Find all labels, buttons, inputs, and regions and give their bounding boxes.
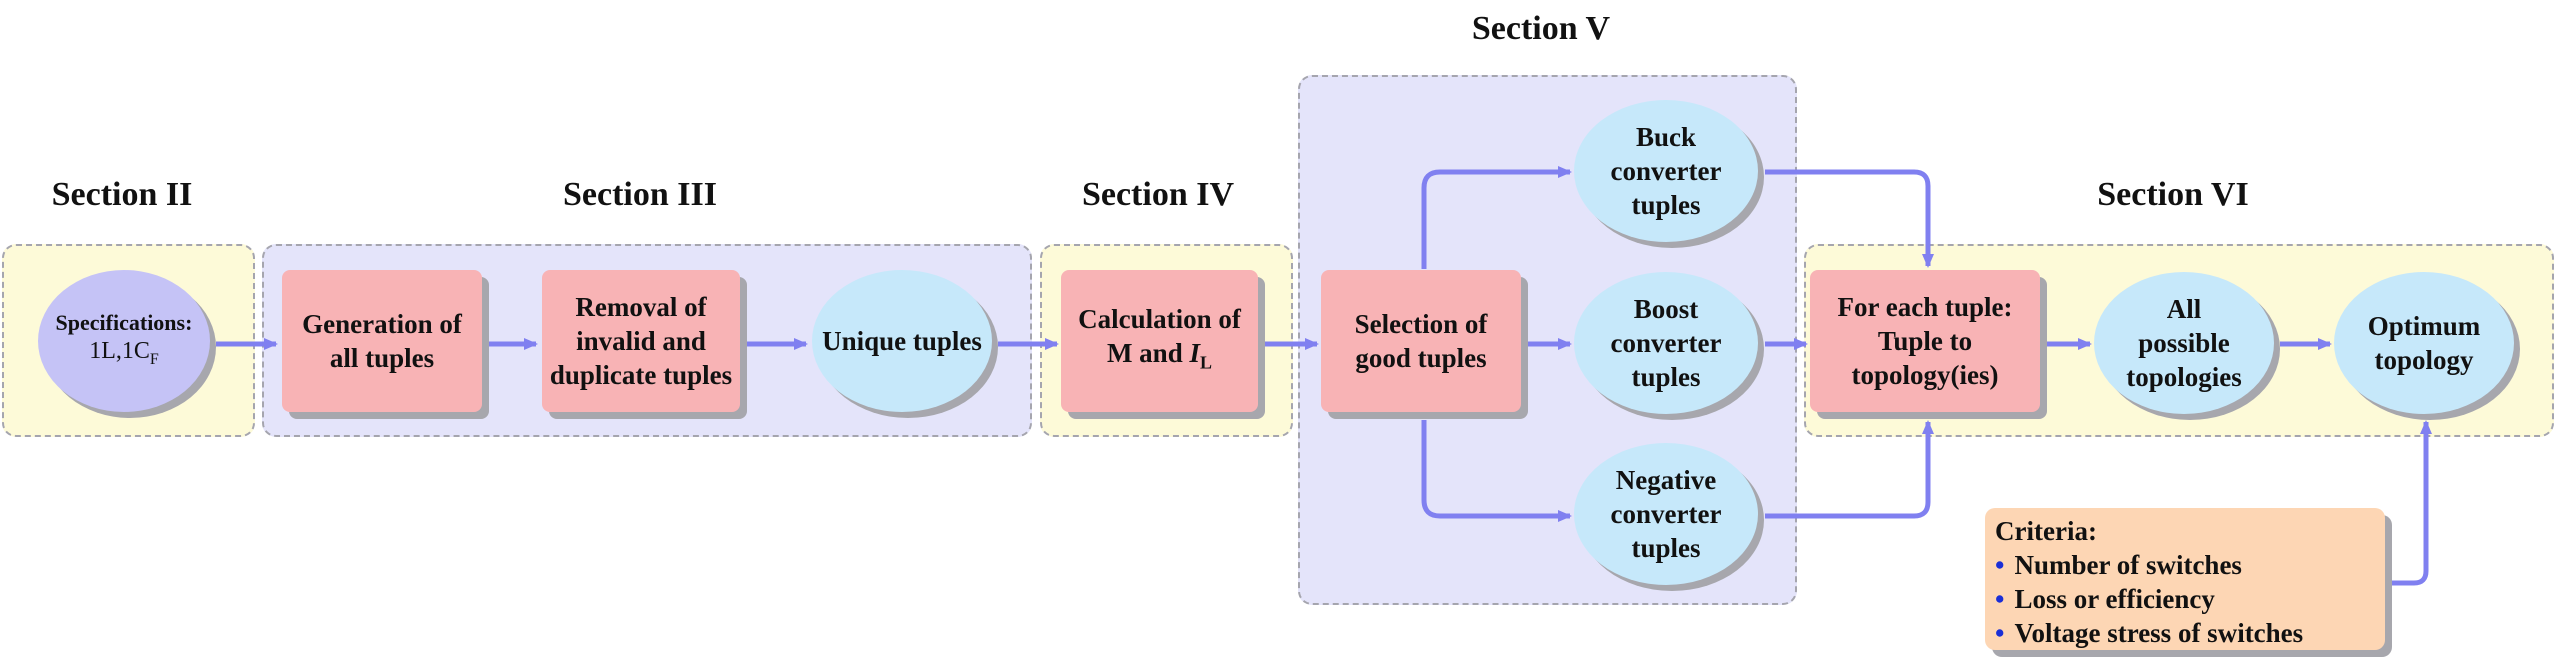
unique-tuples-node: Unique tuples <box>812 270 992 412</box>
criteria-item: •Loss or efficiency <box>1995 584 2215 614</box>
section-iv-title: Section IV <box>1081 176 1235 213</box>
specifications-formula: 1L,1CF <box>89 337 159 368</box>
arrow-criteria-to-optimum <box>2392 420 2432 586</box>
boost-tuples-node: Boost converter tuples <box>1574 272 1758 414</box>
section-vi-title: Section VI <box>2097 176 2249 213</box>
specifications-node: Specifications: 1L,1CF <box>38 270 210 412</box>
optimum-topology-node: Optimum topology <box>2334 272 2514 414</box>
arrow-negative-to-foreach <box>1765 420 1934 519</box>
removal-node: Removal of invalid and duplicate tuples <box>542 270 740 412</box>
section-v-title: Section V <box>1471 10 1611 47</box>
bullet-icon: • <box>1995 550 2005 580</box>
generation-node: Generation of all tuples <box>282 270 482 412</box>
calculation-node: Calculation of M and IL <box>1061 270 1258 412</box>
calculation-formula: M and IL <box>1106 338 1213 373</box>
criteria-item: •Voltage stress of switches <box>1995 618 2304 648</box>
criteria-box: Criteria: •Number of switches •Loss or e… <box>1985 508 2385 650</box>
all-topologies-node: All possible topologies <box>2094 272 2274 414</box>
criteria-title: Criteria: <box>1995 516 2097 546</box>
arrow-buck-to-foreach <box>1765 169 1934 268</box>
calculation-label: Calculation of <box>1078 304 1241 335</box>
specifications-label: Specifications: <box>55 309 193 335</box>
buck-tuples-node: Buck converter tuples <box>1574 100 1758 242</box>
bullet-icon: • <box>1995 584 2005 614</box>
section-iii-title: Section III <box>563 176 717 213</box>
arrow-selection-to-buck <box>1421 166 1572 269</box>
section-ii-title: Section II <box>51 176 193 213</box>
selection-node: Selection of good tuples <box>1321 270 1521 412</box>
for-each-tuple-node: For each tuple: Tuple to topology(ies) <box>1810 270 2040 412</box>
negative-tuples-node: Negative converter tuples <box>1574 443 1758 585</box>
criteria-item: •Number of switches <box>1995 550 2242 580</box>
bullet-icon: • <box>1995 618 2005 648</box>
arrow-selection-to-negative <box>1421 420 1572 522</box>
